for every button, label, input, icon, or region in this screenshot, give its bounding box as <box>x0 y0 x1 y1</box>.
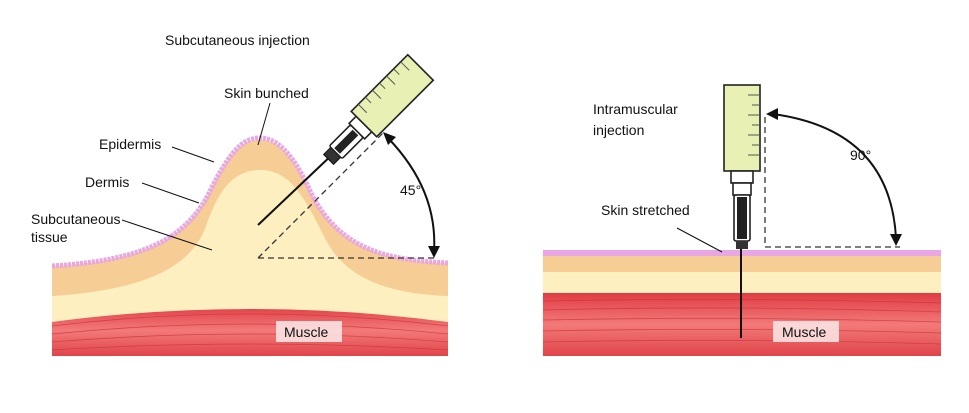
syringe-left <box>322 53 435 166</box>
intramuscular-title-line2: injection <box>593 122 644 138</box>
label-angle-45: 45° <box>400 182 421 198</box>
intramuscular-panel: Intramuscular injection Skin stretched 9… <box>542 84 942 356</box>
label-epidermis: Epidermis <box>99 136 161 152</box>
needle-left <box>257 150 337 226</box>
leader-skin-stretched <box>676 227 723 253</box>
arc-arrowhead-top-right <box>766 108 778 120</box>
angle-arc-right <box>772 113 897 239</box>
leader-epidermis <box>171 146 215 163</box>
label-muscle-right: Muscle <box>782 324 827 340</box>
leader-subcutaneous <box>121 219 213 251</box>
angle-guide-right <box>764 117 900 248</box>
label-skin-bunched: Skin bunched <box>224 85 309 101</box>
label-muscle-left: Muscle <box>284 324 329 340</box>
arc-arrowhead-bottom-left <box>428 246 440 258</box>
arc-arrowhead-bottom-right <box>890 234 902 246</box>
label-angle-90: 90° <box>850 147 871 163</box>
muscle-fibers-left <box>51 313 449 351</box>
muscle-layer-left <box>52 305 448 356</box>
subcutaneous-panel: Subcutaneous injection Skin bunched Epid… <box>31 32 449 356</box>
subcutaneous-title: Subcutaneous injection <box>165 32 310 48</box>
muscle-label-bg-right <box>773 321 839 342</box>
label-dermis: Dermis <box>85 174 129 190</box>
dermis-layer-left <box>52 140 448 296</box>
muscle-label-bg-left <box>276 321 342 342</box>
intramuscular-title-line1: Intramuscular <box>593 101 678 117</box>
syringe-right <box>723 84 761 249</box>
leader-dermis <box>141 182 200 204</box>
label-subcutaneous-line1: Subcutaneous <box>31 211 121 227</box>
leader-skin-bunched <box>257 102 271 146</box>
label-skin-stretched: Skin stretched <box>601 202 690 218</box>
label-subcutaneous-line2: tissue <box>31 229 68 245</box>
angle-arc-left <box>387 137 436 253</box>
arc-arrowhead-top-left <box>383 132 396 145</box>
